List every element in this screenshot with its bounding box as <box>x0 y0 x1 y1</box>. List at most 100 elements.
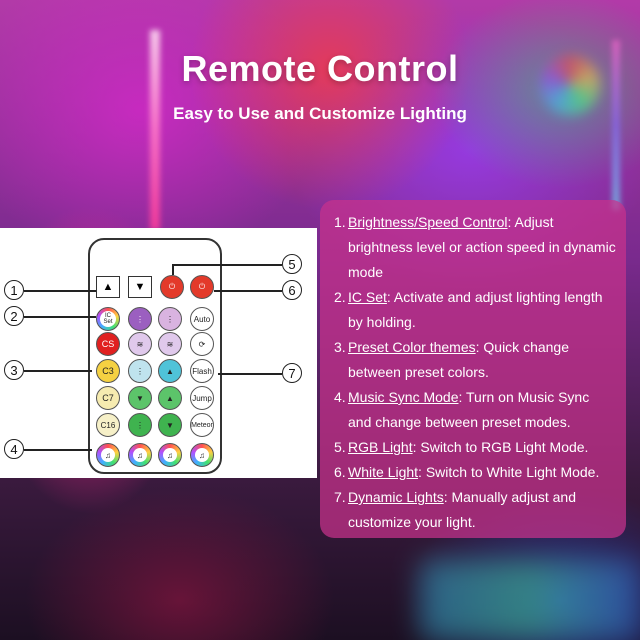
meteor-button[interactable]: Meteor <box>190 413 214 437</box>
feature-name: Preset Color themes <box>348 339 476 355</box>
music-note-icon: ♫ <box>101 448 115 462</box>
arrow-down-icon: ▼ <box>166 420 174 430</box>
c16-label: C16 <box>100 420 116 430</box>
corner-lamp-left <box>150 30 160 230</box>
dots-vertical-icon: ⋮ <box>136 420 144 430</box>
dots-vertical-icon: ⋮ <box>166 314 174 324</box>
page-subtitle: Easy to Use and Customize Lighting <box>173 104 467 123</box>
feature-desc: : Switch to White Light Mode. <box>418 464 600 480</box>
floor-glow <box>420 560 640 640</box>
callout-line-1 <box>24 290 96 292</box>
ic-set-label: IC Set <box>100 311 116 327</box>
auto-label: Auto <box>193 314 211 324</box>
callout-line-6 <box>214 290 282 292</box>
music-note-icon: ♫ <box>133 448 147 462</box>
feature-desc: : Turn on Music Sync and change between … <box>348 389 590 430</box>
music-mode-button-4[interactable]: ♫ <box>190 443 214 467</box>
arrow-up-icon: ▲ <box>166 393 174 403</box>
c7-button[interactable]: C7 <box>96 386 120 410</box>
corner-lamp-right <box>612 40 620 210</box>
c3-button[interactable]: C3 <box>96 359 120 383</box>
music-mode-button-2[interactable]: ♫ <box>128 443 152 467</box>
callout-4: 4 <box>4 439 24 459</box>
callout-line-7 <box>218 373 282 375</box>
feature-number: 5. <box>334 439 346 455</box>
callout-line-5 <box>172 264 282 266</box>
music-note-icon: ♫ <box>163 448 177 462</box>
dynamic-button-6[interactable]: ▲ <box>158 359 182 383</box>
dynamic-button-7[interactable]: ▼ <box>128 386 152 410</box>
dynamic-button-8[interactable]: ▲ <box>158 386 182 410</box>
brightness-down-button[interactable]: ▼ <box>128 276 152 298</box>
callout-1: 1 <box>4 280 24 300</box>
feature-item-4: 4.Music Sync Mode: Turn on Music Sync an… <box>334 385 616 435</box>
dynamic-button-10[interactable]: ▼ <box>158 413 182 437</box>
feature-number: 4. <box>334 389 346 405</box>
cs-button[interactable]: CS <box>96 332 120 356</box>
feature-number: 6. <box>334 464 346 480</box>
flash-label: Flash <box>192 366 212 376</box>
callout-5: 5 <box>282 254 302 274</box>
c16-button[interactable]: C16 <box>96 413 120 437</box>
cs-label: CS <box>101 339 115 349</box>
feature-item-1: 1.Brightness/Speed Control: Adjust brigh… <box>334 210 616 285</box>
power-icon: ⏻ <box>198 282 206 291</box>
music-note-icon: ♫ <box>195 448 209 462</box>
feature-number: 2. <box>334 289 346 305</box>
feature-number: 7. <box>334 489 346 505</box>
callout-2: 2 <box>4 306 24 326</box>
arrow-up-icon: ▲ <box>166 366 174 376</box>
dynamic-button-4[interactable]: ≋ <box>158 332 182 356</box>
dynamic-button-9[interactable]: ⋮ <box>128 413 152 437</box>
c3-label: C3 <box>102 366 114 376</box>
remote-diagram-panel: ▲ ▼ ⏻ ⏻ IC Set ⋮ ⋮ Auto CS ≋ ≋ ⟳ C3 ⋮ ▲ … <box>0 228 317 478</box>
feature-desc: : Quick change between preset colors. <box>348 339 569 380</box>
dynamic-button-2[interactable]: ⋮ <box>158 307 182 331</box>
music-mode-button-3[interactable]: ♫ <box>158 443 182 467</box>
dynamic-button-3[interactable]: ≋ <box>128 332 152 356</box>
feature-name: White Light <box>348 464 419 480</box>
refresh-icon: ⟳ <box>198 339 206 349</box>
feature-item-2: 2.IC Set: Activate and adjust lighting l… <box>334 285 616 335</box>
dots-vertical-icon: ⋮ <box>136 314 144 324</box>
jump-button[interactable]: Jump <box>190 386 214 410</box>
white-light-button[interactable]: ⏻ <box>190 275 214 299</box>
triangle-down-icon: ▼ <box>134 281 146 293</box>
flash-button[interactable]: Flash <box>190 359 214 383</box>
feature-desc: : Manually adjust and customize your lig… <box>348 489 577 530</box>
ic-set-button[interactable]: IC Set <box>96 307 120 331</box>
dots-vertical-icon: ⋮ <box>136 366 144 376</box>
callout-line-5-drop <box>172 264 174 275</box>
rgb-light-button[interactable]: ⏻ <box>160 275 184 299</box>
page-title: Remote Control <box>181 48 459 89</box>
waves-icon: ≋ <box>136 339 144 349</box>
feature-item-5: 5.RGB Light: Switch to RGB Light Mode. <box>334 435 616 460</box>
feature-item-6: 6.White Light: Switch to White Light Mod… <box>334 460 616 485</box>
feature-name: Dynamic Lights <box>348 489 444 505</box>
feature-name: Brightness/Speed Control <box>348 214 508 230</box>
feature-list-panel: 1.Brightness/Speed Control: Adjust brigh… <box>320 200 626 538</box>
callout-line-3 <box>24 370 92 372</box>
feature-number: 1. <box>334 214 346 230</box>
feature-name: Music Sync Mode <box>348 389 459 405</box>
feature-name: IC Set <box>348 289 387 305</box>
feature-desc: : Activate and adjust lighting length by… <box>348 289 603 330</box>
meteor-label: Meteor <box>191 421 213 429</box>
remote-outline <box>88 238 222 474</box>
music-mode-button-1[interactable]: ♫ <box>96 443 120 467</box>
feature-number: 3. <box>334 339 346 355</box>
auto-button[interactable]: Auto <box>190 307 214 331</box>
dynamic-button-1[interactable]: ⋮ <box>128 307 152 331</box>
brightness-up-button[interactable]: ▲ <box>96 276 120 298</box>
callout-6: 6 <box>282 280 302 300</box>
arrow-down-icon: ▼ <box>136 393 144 403</box>
feature-desc: : Adjust brightness level or action spee… <box>348 214 616 280</box>
feature-desc: : Switch to RGB Light Mode. <box>412 439 589 455</box>
waves-icon: ≋ <box>166 339 174 349</box>
jump-label: Jump <box>192 393 212 403</box>
feature-item-3: 3.Preset Color themes: Quick change betw… <box>334 335 616 385</box>
dynamic-button-5[interactable]: ⋮ <box>128 359 152 383</box>
feature-name: RGB Light <box>348 439 413 455</box>
callout-3: 3 <box>4 360 24 380</box>
cycle-button[interactable]: ⟳ <box>190 332 214 356</box>
